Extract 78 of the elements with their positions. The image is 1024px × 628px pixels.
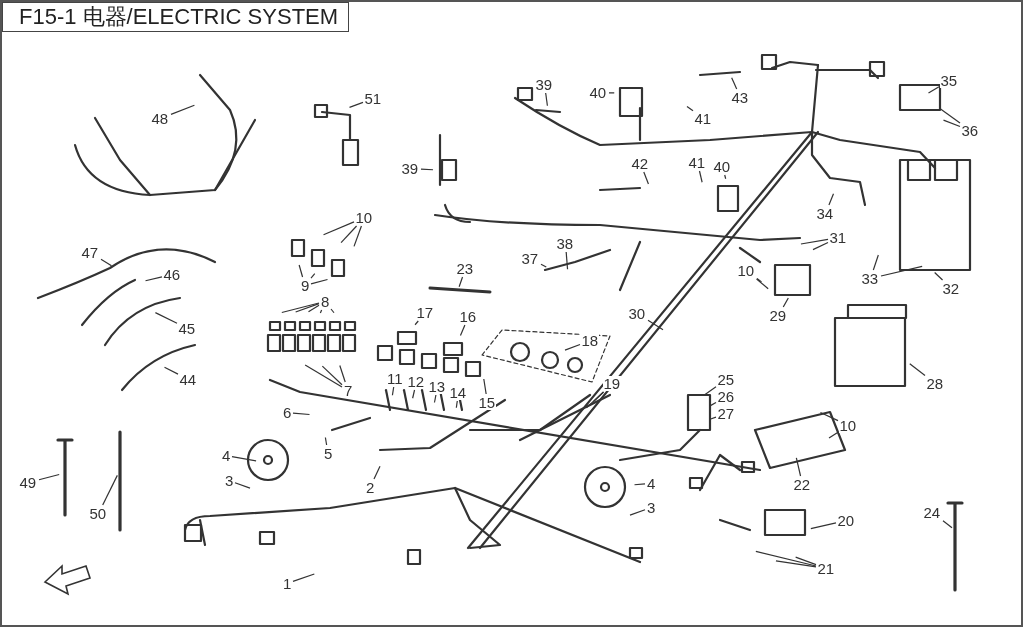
leader-line (795, 457, 802, 477)
leader-line (420, 168, 434, 171)
leader-line (353, 225, 363, 247)
leader-line (298, 264, 304, 278)
leader-line (412, 389, 416, 399)
leader-line (295, 303, 320, 313)
leader-line (321, 365, 343, 386)
leader-line (927, 86, 940, 94)
leader-line (154, 312, 178, 324)
leader-line (307, 304, 320, 313)
leader-line (292, 573, 315, 582)
leader-line (455, 400, 458, 409)
leader-line (459, 324, 466, 337)
leader-line (102, 474, 118, 506)
leader-line (608, 92, 615, 94)
leader-line (909, 363, 926, 376)
leader-line (800, 238, 829, 245)
leader-line (292, 412, 311, 416)
leader-line (755, 550, 817, 567)
leader-line (322, 221, 355, 236)
leader-line (545, 92, 548, 107)
leader-line (810, 522, 837, 530)
leader-line (709, 416, 717, 420)
callout-number: 19 (602, 375, 622, 391)
leader-line (756, 277, 763, 283)
leader-line (348, 101, 364, 108)
leader-line (782, 297, 789, 308)
leader-line (163, 366, 179, 375)
leader-line (483, 378, 487, 395)
leader-line (819, 411, 839, 422)
leader-line (756, 278, 769, 290)
leader-line (414, 320, 419, 326)
leader-line (647, 319, 664, 331)
leader-line (795, 556, 817, 566)
leader-line (38, 473, 60, 481)
leader-line (100, 258, 113, 267)
leader-line (304, 364, 343, 388)
leader-line (939, 107, 961, 124)
leader-line (310, 272, 316, 279)
leader-line (433, 394, 437, 404)
leader-line (633, 483, 646, 486)
leader-line (880, 265, 923, 277)
leader-line (643, 171, 650, 185)
leader-line (585, 391, 604, 409)
leader-line (703, 386, 717, 396)
leader-line (373, 465, 381, 480)
leader-line (828, 193, 835, 206)
leader-line (828, 431, 839, 439)
leader-line (234, 482, 251, 489)
leader-line (310, 278, 329, 285)
leader-line (458, 276, 464, 288)
leader-line (872, 254, 879, 271)
leader-line (564, 343, 581, 351)
leader-line (629, 509, 646, 516)
leader-line (698, 170, 703, 183)
leader-line (324, 436, 328, 446)
leader-line (339, 364, 346, 383)
leader-line (340, 225, 358, 244)
leader-line (934, 271, 944, 281)
diagram-title: F15-1 电器/ELECTRIC SYSTEM (2, 2, 350, 32)
leader-line (391, 386, 395, 396)
leader-line (686, 105, 694, 112)
leader-line (330, 308, 335, 314)
callout-number: 18 (580, 332, 600, 348)
leader-line (724, 174, 727, 180)
leader-line (170, 104, 195, 115)
leader-line (709, 401, 717, 407)
leader-line (231, 455, 257, 462)
leader-line (942, 520, 953, 529)
leader-line (319, 309, 323, 314)
leader-line (565, 251, 569, 270)
leader-line (731, 77, 738, 90)
leader-line (812, 241, 829, 251)
leader-line (775, 560, 817, 568)
leader-line (942, 119, 961, 128)
leader-line (540, 263, 547, 268)
leader-line (281, 302, 320, 314)
leader-line (144, 276, 163, 282)
